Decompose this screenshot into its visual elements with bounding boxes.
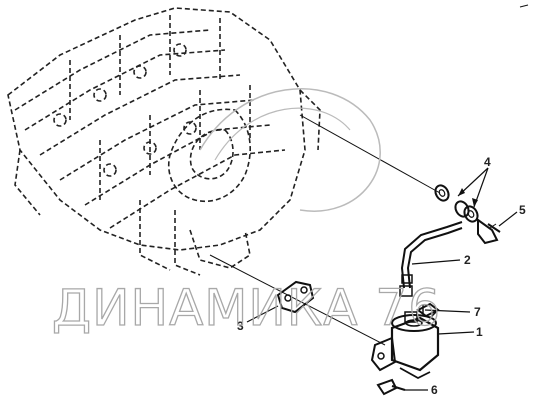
- alignment-lines: [209, 114, 441, 346]
- engine-block-outline: [7, 7, 321, 276]
- watermark-logo: [199, 88, 381, 212]
- pump-gasket: [276, 280, 315, 314]
- fuel-pipe: [399, 221, 463, 297]
- callout-2: 2: [464, 253, 471, 267]
- callout-3: 3: [237, 319, 244, 333]
- corner-mark: [519, 4, 529, 8]
- callout-4: 4: [484, 155, 491, 169]
- callout-leaders: [246, 167, 518, 391]
- callout-5: 5: [519, 203, 526, 217]
- callout-7: 7: [474, 305, 481, 319]
- callout-labels: 4 5 2 1 7 3 6: [237, 155, 526, 397]
- banjo-bolt: [477, 218, 501, 245]
- watermark-text: ДИНАМИКА 76: [52, 279, 441, 337]
- callout-6: 6: [431, 383, 438, 397]
- mounting-bolt: [376, 378, 406, 396]
- callout-1: 1: [476, 325, 483, 339]
- fuel-pump: [370, 311, 440, 380]
- washer-and-banjo-fitting: [434, 184, 479, 223]
